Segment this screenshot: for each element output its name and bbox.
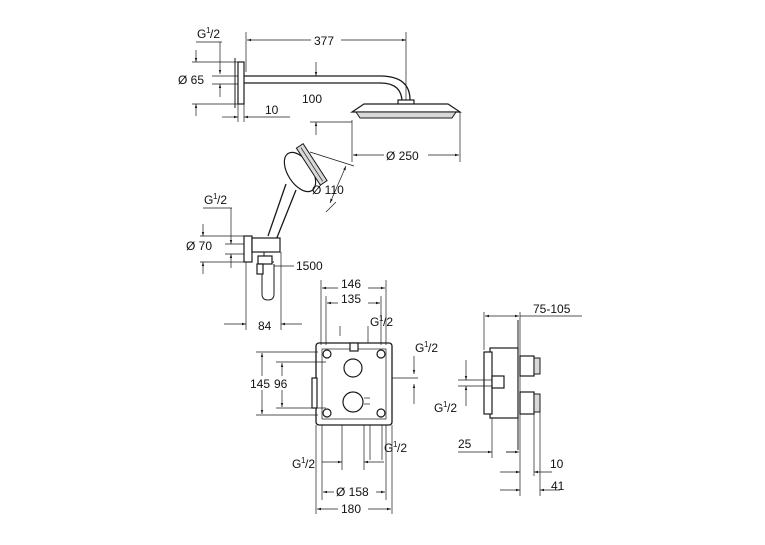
hand-shower-drawing: Ø 110 G 1 /2 Ø 70 1500 84 [186, 143, 355, 333]
dim-thread-mid-sup: 1 [213, 192, 218, 201]
dim-thread-box-right-g: G [415, 341, 424, 355]
thermostat-side-view: G 1 /2 75-105 25 10 41 [434, 302, 582, 496]
thermostat-front-view: 146 135 G 1 /2 G 1 /2 145 96 G 1 /2 G 1 [250, 277, 438, 516]
dim-thread-top-g: G [197, 27, 206, 41]
dim-thread-box-top-sup: 1 [379, 314, 384, 323]
dim-head-dia: Ø 250 [386, 149, 419, 163]
dim-holder-projection: 84 [258, 319, 272, 333]
dim-thread-box-right-sup: 1 [424, 340, 429, 349]
dim-thread-box-top-g: G [370, 315, 379, 329]
dim-total-depth: 41 [551, 479, 565, 493]
dim-thread-bottom-right-tail: /2 [397, 441, 407, 455]
overhead-shower-drawing: 377 G 1 /2 Ø 65 10 100 Ø 250 [178, 26, 462, 163]
dim-thread-mid-g: G [204, 193, 213, 207]
dim-thread-box-top-tail: /2 [383, 315, 393, 329]
dim-hose-length: 1500 [296, 259, 323, 273]
dim-thread-bottom-left-tail: /2 [305, 457, 315, 471]
dim-thread-side-sup: 1 [443, 400, 448, 409]
dim-thread-side-tail: /2 [447, 401, 457, 415]
dim-arm-drop: 100 [302, 92, 322, 106]
dim-depth-range: 75-105 [533, 302, 571, 316]
dim-thread-box-right-tail: /2 [428, 341, 438, 355]
dim-thread-side-g: G [434, 401, 443, 415]
dim-thread-bottom-left-sup: 1 [301, 456, 306, 465]
dim-box-height-outer: 145 [250, 377, 270, 391]
dim-box-height-inner: 96 [274, 377, 288, 391]
dim-thread-bottom-right-g: G [384, 441, 393, 455]
dim-cover-dia: Ø 158 [336, 485, 369, 499]
dim-thread-top-sup: 1 [206, 26, 211, 35]
dim-box-width-inner: 135 [341, 292, 361, 306]
dim-thread-bottom-right-sup: 1 [393, 440, 398, 449]
dim-box-width-outer: 146 [341, 277, 361, 291]
dim-wall-depth: 25 [458, 437, 472, 451]
dim-thread-mid-tail: /2 [217, 193, 227, 207]
dim-arm-length: 377 [314, 34, 334, 48]
dim-flange-dia-top: Ø 65 [178, 73, 204, 87]
dim-holder-flange-dia: Ø 70 [186, 239, 212, 253]
dim-cover-depth: 10 [550, 457, 564, 471]
dim-thread-top-tail: /2 [210, 27, 220, 41]
dim-thread-bottom-left-g: G [292, 457, 301, 471]
dim-cover-width: 180 [341, 502, 361, 516]
dim-hand-dia: Ø 110 [312, 183, 344, 197]
dim-arm-offset: 10 [265, 103, 279, 117]
